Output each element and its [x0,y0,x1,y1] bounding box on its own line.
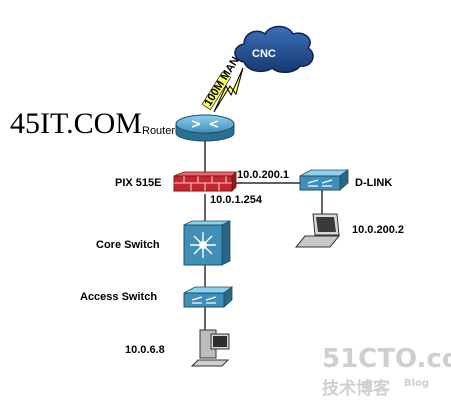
firewall-label: PIX 515E [115,177,161,189]
pc-ip: 10.0.6.8 [125,344,165,356]
laptop-ip: 10.0.200.2 [352,224,404,236]
site-mark: 45IT.COM [10,107,142,140]
lightning-bolt-icon [213,67,244,113]
wan-label-box [201,71,232,111]
access-switch-label: Access Switch [80,291,157,303]
workstation: 10.0.6.8 [125,329,230,367]
access-switch-icon [183,292,225,308]
dlink-label: D-LINK [355,177,392,189]
keyboard-icon [190,359,230,367]
router-icon [175,114,235,134]
watermark: 51CTO.com 技术博客 Blog [322,344,451,399]
watermark-line-1: 51CTO.com [322,344,451,374]
dlink-switch-icon [299,175,341,191]
watermark-line-2: 技术博客 [322,378,391,399]
dlink-switch: D-LINK [299,169,392,191]
laptop: 10.0.200.2 [294,213,404,248]
watermark-line-3: Blog [404,378,429,389]
cloud-icon [234,25,314,73]
firewall-inside-ip: 10.0.1.254 [210,194,263,206]
wan-link: 100M MAN [201,55,244,113]
router-label: Router [142,125,175,137]
core-switch-label: Core Switch [96,239,160,251]
core-switch: Core Switch [96,220,231,266]
cnc-cloud: CNC [234,25,314,73]
firewall: PIX 515E 10.0.200.1 10.0.1.254 [115,169,289,206]
cloud-label: CNC [252,48,276,60]
firewall-icon [173,175,233,192]
access-switch: Access Switch [80,286,234,308]
links [204,140,323,330]
firewall-outside-ip: 10.0.200.1 [237,169,289,181]
wan-link-label: 100M MAN [202,55,242,109]
router: Router [142,114,235,142]
